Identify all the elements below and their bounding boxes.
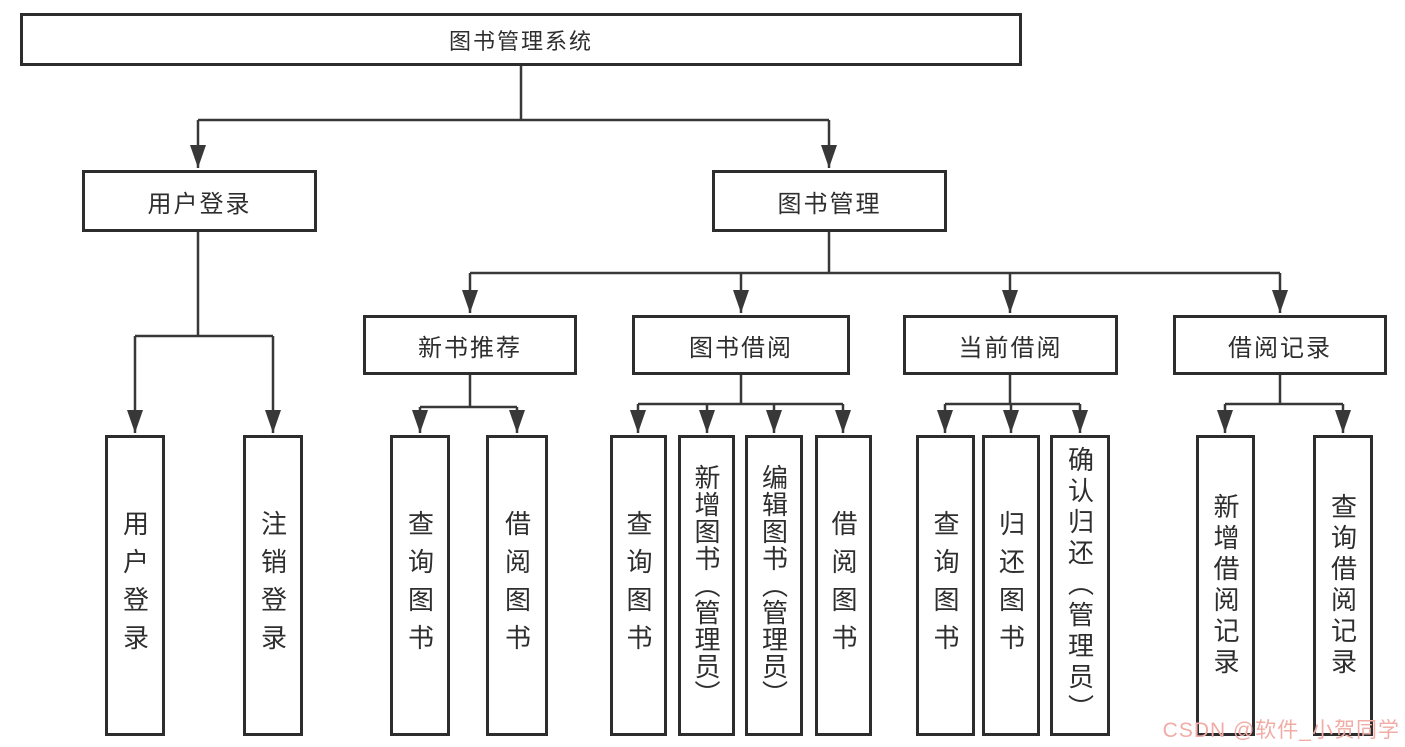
- node-current-borrow: 当前借阅: [903, 315, 1118, 375]
- csdn-watermark: CSDN @软件_小贺同学: [1162, 719, 1400, 742]
- leaf-return-book: 归还图书: [982, 435, 1040, 736]
- leaf-recommend-query-book: 查询图书: [390, 435, 450, 736]
- leaf-add-borrow-record: 新增借阅记录: [1196, 435, 1255, 736]
- leaf-borrow-book: 借阅图书: [815, 435, 872, 736]
- node-new-book-recommend: 新书推荐: [363, 315, 577, 375]
- leaf-user-login: 用户登录: [105, 435, 165, 736]
- leaf-confirm-return-admin: 确认归还（管理员）: [1050, 435, 1110, 736]
- node-book-management: 图书管理: [712, 170, 947, 232]
- node-book-borrow: 图书借阅: [632, 315, 850, 375]
- leaf-query-borrow-record: 查询借阅记录: [1313, 435, 1373, 736]
- leaf-borrow-query-book: 查询图书: [610, 435, 667, 736]
- leaf-logout: 注销登录: [243, 435, 303, 736]
- node-root-system: 图书管理系统: [20, 13, 1022, 66]
- node-borrow-record: 借阅记录: [1173, 315, 1387, 375]
- leaf-add-book-admin: 新增图书（管理员）: [678, 435, 735, 736]
- leaf-recommend-borrow-book: 借阅图书: [486, 435, 548, 736]
- node-user-login: 用户登录: [82, 170, 317, 232]
- leaf-edit-book-admin: 编辑图书（管理员）: [745, 435, 803, 736]
- leaf-current-query-book: 查询图书: [916, 435, 975, 736]
